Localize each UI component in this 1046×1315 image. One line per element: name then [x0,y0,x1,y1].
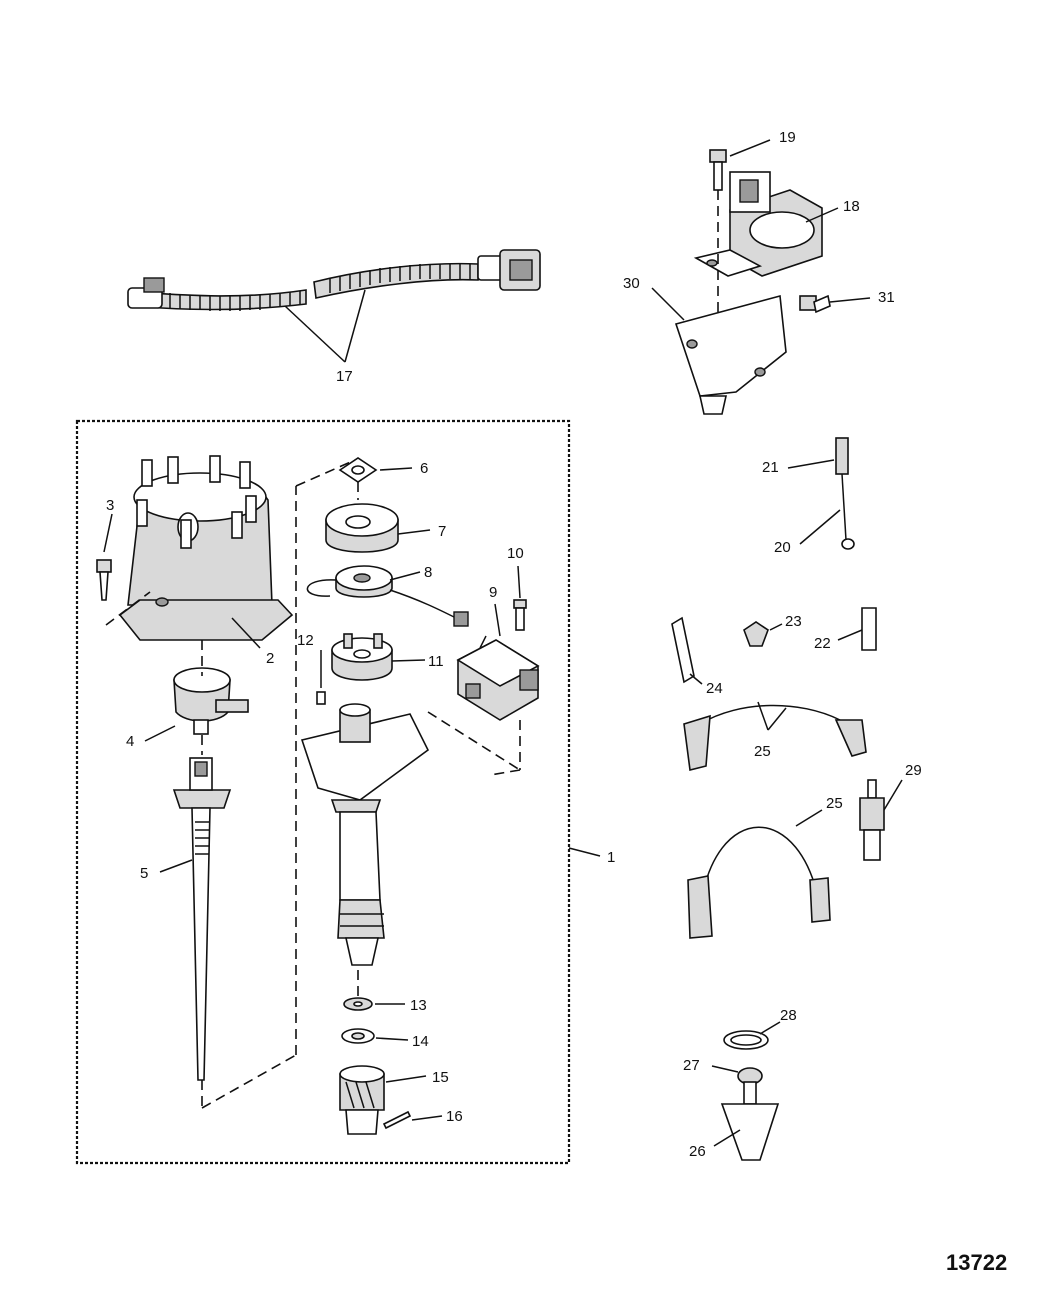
callout-29: 29 [905,762,922,779]
leader-4 [144,725,176,742]
drawing-number: 13722 [946,1250,1007,1275]
wire-bracket [720,1103,780,1161]
callout-18: 18 [843,198,860,215]
leader-1 [568,847,601,857]
callout-25-upper: 25 [754,743,771,760]
mount-screw [737,1067,763,1105]
callout-28: 28 [780,1007,797,1024]
callout-30: 30 [623,275,640,292]
callout-3: 3 [106,497,114,514]
callout-12: 12 [297,632,314,649]
callout-labels: 1 2 3 4 5 6 7 8 9 10 11 12 13 14 15 16 1… [106,129,922,1160]
callout-13: 13 [410,997,427,1014]
callout-23: 23 [785,613,802,630]
spark-plug-wire-upper [683,704,867,771]
retainer-pin [316,691,326,705]
callout-11: 11 [428,653,444,670]
callout-21: 21 [762,459,779,476]
callout-1: 1 [607,849,615,866]
distributor-shaft [172,757,232,1081]
module-screw [513,599,527,631]
wire-retainer-23 [743,621,769,647]
callout-19: 19 [779,129,796,146]
callout-16: 16 [446,1108,463,1125]
distributor-assembly-frame [75,419,571,1165]
distributor-housing [300,703,430,966]
pole-piece [325,503,399,553]
callout-7: 7 [438,523,446,540]
shaft-seal [338,457,378,483]
spark-plug [859,779,885,861]
callout-8: 8 [424,564,432,581]
callout-26: 26 [689,1143,706,1160]
ignition-coil [693,171,823,277]
cap-screw [96,559,112,601]
callout-31: 31 [878,289,895,306]
leader-17 [284,289,366,363]
spark-plug-wire-lower [687,826,831,939]
roll-pin [382,1110,412,1130]
coil-bolt [709,149,727,191]
rotor [173,667,249,735]
callout-25-lower: 25 [826,795,843,812]
wiring-harness [127,249,541,311]
callout-5: 5 [140,865,148,882]
wire-retainer-24 [671,616,695,684]
bracket-bolt [799,294,831,314]
leader-2 [231,617,261,649]
drive-gear [339,1065,385,1135]
callout-17: 17 [336,368,353,385]
callout-2: 2 [266,650,274,667]
distributor-cap [118,455,294,641]
callout-10: 10 [507,545,524,562]
callout-9: 9 [489,584,497,601]
callout-27: 27 [683,1057,700,1074]
callout-6: 6 [420,460,428,477]
callout-20: 20 [774,539,791,556]
pickup-coil [306,565,469,627]
magnet [331,633,393,681]
wire-retainer-22 [861,607,877,651]
callout-14: 14 [412,1033,429,1050]
callout-15: 15 [432,1069,449,1086]
ignition-module [456,635,540,721]
callout-24: 24 [706,680,723,697]
callout-4: 4 [126,733,134,750]
boot-terminal [835,437,849,475]
callout-22: 22 [814,635,831,652]
wire [841,473,847,541]
leader-5 [159,859,193,873]
